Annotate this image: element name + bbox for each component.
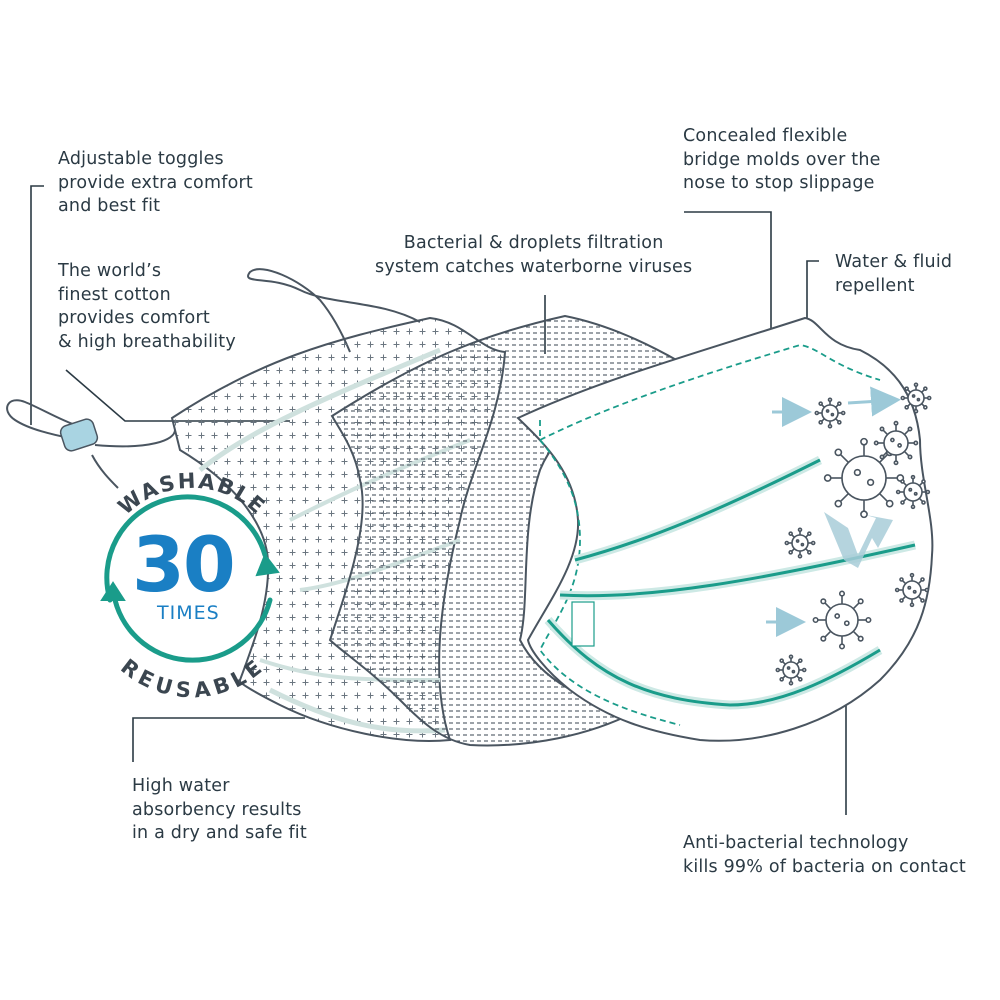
circular-arrow-icon [100, 494, 280, 663]
top-ear-loop [247, 268, 421, 353]
virus-icon [812, 590, 872, 650]
absorbency-callout: High water absorbency results in a dry a… [132, 776, 307, 843]
toggles-callout: Adjustable toggles provide extra comfort… [58, 149, 253, 216]
ear-loop [6, 399, 176, 489]
virus-icon [873, 420, 919, 466]
absorbency-leader [132, 717, 305, 762]
toggle-icon [59, 418, 99, 452]
virus-icon [784, 527, 816, 559]
bridge-callout: Concealed flexible bridge molds over the… [683, 126, 881, 193]
antibacterial-callout: Anti-bacterial technology kills 99% of b… [683, 833, 966, 877]
virus-icon [894, 572, 930, 608]
virus-icon [895, 474, 931, 510]
virus-icon [900, 382, 932, 414]
viruses [775, 382, 932, 686]
badge-unit: TIMES [157, 602, 220, 624]
virus-icon [823, 437, 905, 519]
cotton-callout: The world’s finest cotton provides comfo… [58, 261, 236, 352]
bridge-leader [684, 211, 772, 340]
filtration-callout: Bacterial & droplets filtration system c… [375, 233, 693, 277]
toggles-leader [30, 185, 44, 425]
virus-icon [814, 397, 846, 429]
airflow-arrow-icon [824, 512, 893, 568]
virus-icon [775, 654, 807, 686]
badge-number: 30 [132, 520, 236, 609]
repellent-callout: Water & fluid repellent [835, 252, 953, 296]
airflow-arrow-icon [766, 386, 901, 637]
